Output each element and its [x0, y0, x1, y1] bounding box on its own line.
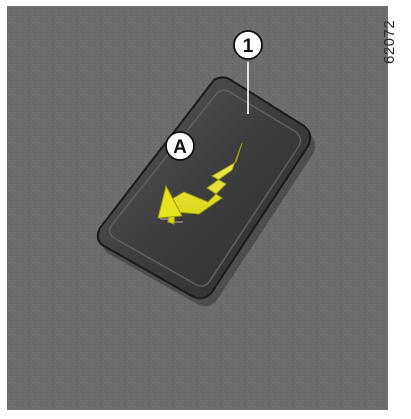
figure-reference-code: 62072 — [380, 24, 400, 64]
callout-1-label: 1 — [243, 36, 254, 57]
callout-a-label: A — [173, 137, 187, 158]
